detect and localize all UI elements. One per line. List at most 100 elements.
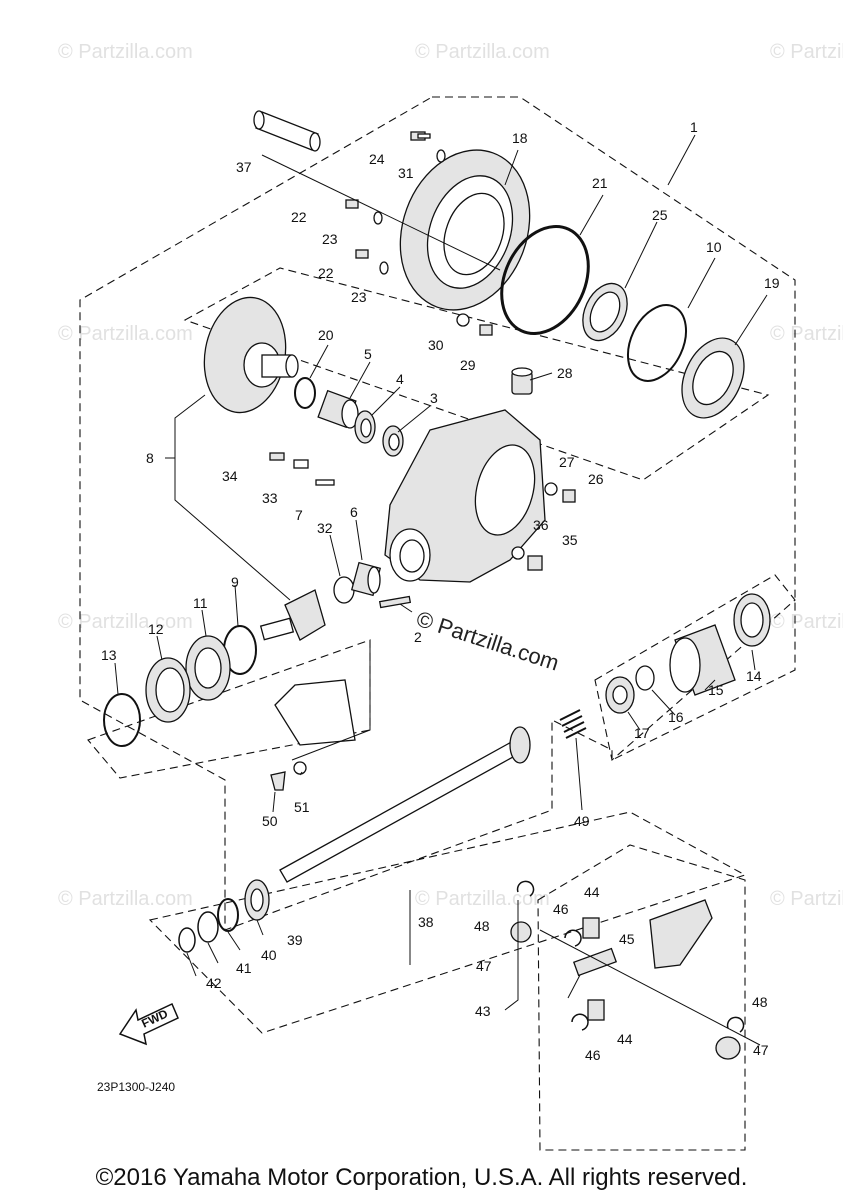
bearing-part-39	[244, 879, 270, 921]
callout-32: 32	[317, 520, 333, 536]
callout-8: 8	[146, 450, 154, 466]
shim-part-20	[294, 377, 316, 409]
watermark: © Partzilla.com	[58, 41, 193, 63]
bracket	[274, 679, 356, 746]
callout-7: 7	[295, 507, 303, 523]
callout-47b: 47	[753, 1042, 769, 1058]
callout-49: 49	[574, 813, 590, 829]
bearing-part-5	[317, 389, 359, 429]
circlip-part-42	[178, 927, 196, 953]
seal-part-4	[354, 410, 376, 444]
fasteners	[269, 131, 576, 791]
callout-18: 18	[512, 130, 528, 146]
callout-5: 5	[364, 346, 372, 362]
callout-38: 38	[418, 914, 434, 930]
circlip-part-13	[103, 693, 141, 747]
oil-seal-part-25	[582, 282, 628, 342]
callout-34: 34	[222, 468, 238, 484]
coupling-part-15	[669, 624, 736, 696]
flange-cover-part-18	[399, 149, 531, 311]
callout-15: 15	[708, 682, 724, 698]
callout-27: 27	[559, 454, 575, 470]
callout-20: 20	[318, 327, 334, 343]
callout-23b: 23	[351, 289, 367, 305]
callout-22a: 22	[291, 209, 307, 225]
fwd-arrow-icon: FWD	[118, 1002, 179, 1046]
callout-48a: 48	[474, 918, 490, 934]
watermark: © Partzilla.com	[58, 323, 193, 345]
callout-39: 39	[287, 932, 303, 948]
callout-3: 3	[430, 390, 438, 406]
leader-lines	[114, 134, 768, 1046]
bearing-part-6	[350, 561, 382, 597]
shim-part-40	[217, 898, 239, 932]
pinion-gear	[259, 589, 326, 641]
callout-19: 19	[764, 275, 780, 291]
ring-part-41	[197, 911, 219, 943]
callout-labels: 1 2 3 4 5 6 7 8 9 10 11 12 13 14 15 16 1…	[101, 119, 780, 1063]
watermark: © Partzilla.com	[58, 611, 193, 633]
callout-25: 25	[652, 207, 668, 223]
callout-29: 29	[460, 357, 476, 373]
callout-44b: 44	[617, 1031, 633, 1047]
callout-23a: 23	[322, 231, 338, 247]
watermark-center: © Partzilla.com	[413, 606, 562, 676]
callout-16: 16	[668, 709, 684, 725]
callout-13: 13	[101, 647, 117, 663]
callout-24: 24	[369, 151, 385, 167]
drive-shaft-part-38	[279, 726, 531, 883]
watermark: © Partzilla.com	[770, 323, 843, 345]
callout-11: 11	[193, 595, 208, 611]
collar-part-3	[382, 425, 404, 457]
diagram-code: 23P1300-J240	[97, 1080, 175, 1094]
bearing-part-19	[681, 337, 745, 419]
callout-51: 51	[294, 799, 310, 815]
callout-41: 41	[236, 960, 252, 976]
callout-22b: 22	[318, 265, 334, 281]
callout-10: 10	[706, 239, 722, 255]
ring-gear-part-8	[203, 296, 299, 414]
universal-joint-part-43	[510, 880, 745, 1060]
callout-48b: 48	[752, 994, 768, 1010]
callout-4: 4	[396, 371, 404, 387]
callout-46b: 46	[585, 1047, 601, 1063]
gear-case-housing	[384, 409, 546, 583]
watermark: © Partzilla.com	[415, 41, 550, 63]
watermark: © Partzilla.com	[770, 41, 843, 63]
callout-40: 40	[261, 947, 277, 963]
watermark: © Partzilla.com	[770, 888, 843, 910]
callout-17: 17	[634, 725, 650, 741]
callout-35: 35	[562, 532, 578, 548]
callout-44a: 44	[584, 884, 600, 900]
callout-47a: 47	[476, 958, 492, 974]
callout-30: 30	[428, 337, 444, 353]
sleeve-part-37	[253, 110, 321, 152]
callout-46a: 46	[553, 901, 569, 917]
callout-28: 28	[557, 365, 573, 381]
callout-14: 14	[746, 668, 762, 684]
callout-6: 6	[350, 504, 358, 520]
callout-45: 45	[619, 931, 635, 947]
watermark: © Partzilla.com	[770, 611, 843, 633]
callout-37: 37	[236, 159, 252, 175]
o-ring-part-21	[500, 225, 590, 335]
callout-12: 12	[148, 621, 164, 637]
spring-part-49	[559, 709, 587, 739]
callout-31: 31	[398, 165, 414, 181]
watermark: © Partzilla.com	[58, 888, 193, 910]
watermark: © Partzilla.com	[415, 888, 550, 910]
callout-33: 33	[262, 490, 278, 506]
cap-part-28	[511, 367, 533, 395]
seal-part-14	[733, 593, 771, 647]
copyright-notice: ©2016 Yamaha Motor Corporation, U.S.A. A…	[95, 1164, 748, 1191]
nut-part-17	[605, 676, 635, 714]
washer-part-16	[635, 665, 655, 691]
callout-36: 36	[533, 517, 549, 533]
nut-part-12	[145, 657, 191, 723]
callout-21: 21	[592, 175, 608, 191]
callout-9: 9	[231, 574, 239, 590]
callout-43: 43	[475, 1003, 491, 1019]
bearing-part-11	[185, 635, 231, 701]
callout-42: 42	[206, 975, 222, 991]
